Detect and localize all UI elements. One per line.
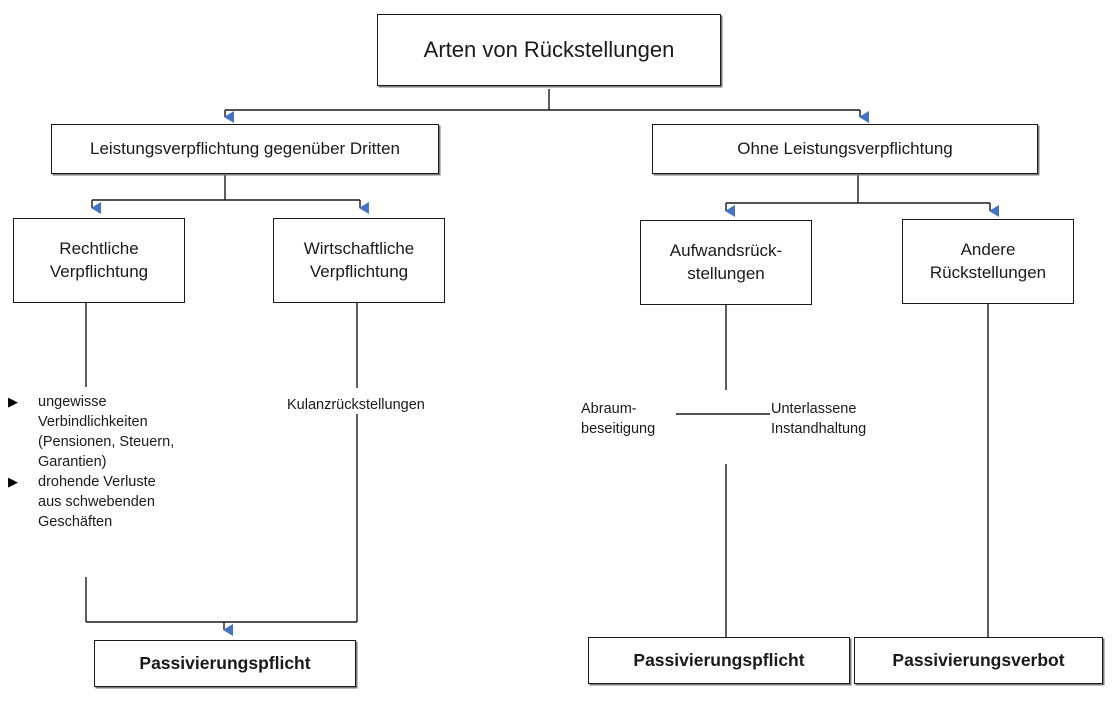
triangle-bullet-icon: ▶ (8, 394, 18, 409)
box-ohne-leistungsverpflichtung[interactable]: Ohne Leistungsverpflichtung (652, 124, 1038, 174)
list-item: ▶ ungewisse Verbindlichkeiten (Pensionen… (8, 392, 268, 472)
list-item: ▶ drohende Verluste aus schwebenden Gesc… (8, 472, 268, 532)
box-rechtliche-verpflichtung[interactable]: Rechtliche Verpflichtung (13, 218, 185, 303)
box-andere-rueckstellungen[interactable]: Andere Rückstellungen (902, 219, 1074, 304)
triangle-bullet-icon: ▶ (8, 474, 18, 489)
bullet-text: drohende Verluste aus schwebenden Geschä… (38, 474, 156, 530)
box-leistungsverpflichtung-gegenueber-dritten[interactable]: Leistungsverpflichtung gegenüber Dritten (51, 124, 439, 174)
box-wirtschaftliche-verpflichtung[interactable]: Wirtschaftliche Verpflichtung (273, 218, 445, 303)
box-passivierungspflicht-right[interactable]: Passivierungspflicht (588, 637, 850, 684)
label-kulanzrueckstellungen: Kulanzrückstellungen (287, 397, 425, 413)
bullet-text: ungewisse Verbindlichkeiten (Pensionen, … (38, 394, 175, 470)
label-unterlassene-instandhaltung: Unterlassene Instandhaltung (771, 401, 867, 437)
box-title[interactable]: Arten von Rückstellungen (377, 14, 721, 86)
box-aufwandsrueckstellungen[interactable]: Aufwandsrück- stellungen (640, 220, 812, 305)
box-passivierungsverbot[interactable]: Passivierungsverbot (854, 637, 1103, 684)
label-abraumbeseitigung: Abraum- beseitigung (581, 401, 656, 437)
bullet-list-rechtliche: ▶ ungewisse Verbindlichkeiten (Pensionen… (8, 392, 268, 532)
box-passivierungspflicht-left[interactable]: Passivierungspflicht (94, 640, 356, 687)
